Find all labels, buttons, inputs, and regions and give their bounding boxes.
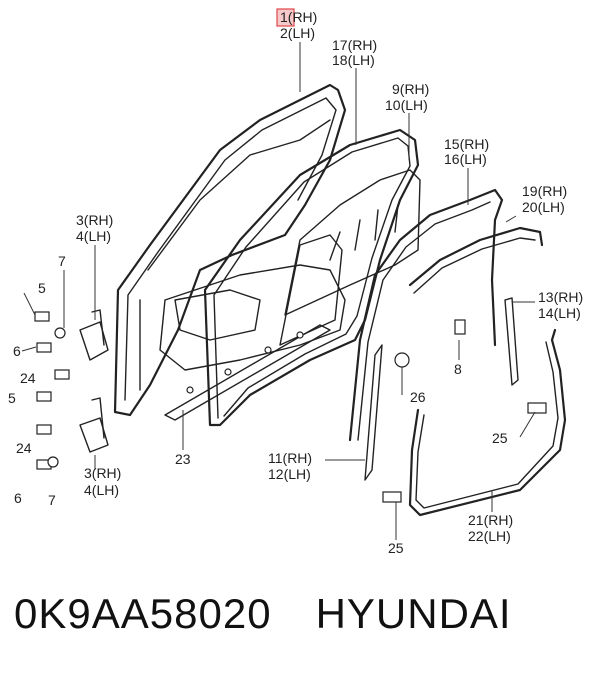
label-5-upper: 5 <box>38 280 46 296</box>
label-16: 16(LH) <box>444 151 487 167</box>
label-20: 20(LH) <box>522 199 565 215</box>
label-3-upper: 3(RH) <box>76 212 113 228</box>
label-23: 23 <box>175 451 191 467</box>
label-9: 9(RH) <box>392 81 429 97</box>
label-7-upper: 7 <box>58 253 66 269</box>
label-24-lower: 24 <box>16 440 32 456</box>
label-10: 10(LH) <box>385 97 428 113</box>
label-12: 12(LH) <box>268 466 311 482</box>
label-8: 8 <box>454 361 462 377</box>
upper-hinge <box>79 309 109 361</box>
label-1: 1(RH) <box>280 9 317 25</box>
label-24-upper: 24 <box>20 370 36 386</box>
label-17: 17(RH) <box>332 37 377 53</box>
caption: 0K9AA58020 HYUNDAI <box>14 590 556 638</box>
label-2: 2(LH) <box>280 25 315 41</box>
leader-lines <box>21 42 536 540</box>
label-26: 26 <box>410 389 426 405</box>
bolts <box>34 311 547 503</box>
label-13: 13(RH) <box>538 289 583 305</box>
label-4-lower: 4(LH) <box>84 482 119 498</box>
label-3-lower: 3(RH) <box>84 465 121 481</box>
label-7-lower: 7 <box>48 492 56 508</box>
label-21: 21(RH) <box>468 512 513 528</box>
glass-run-channel <box>348 188 504 442</box>
door-shell <box>113 83 347 417</box>
label-6-lower: 6 <box>14 490 22 506</box>
label-4-upper: 4(LH) <box>76 228 111 244</box>
label-19: 19(RH) <box>522 183 567 199</box>
label-11: 11(RH) <box>268 450 312 466</box>
rear-channel <box>504 297 519 386</box>
label-25-bottom: 25 <box>388 540 404 556</box>
front-lower-channel <box>364 344 383 481</box>
brand-name: HYUNDAI <box>315 590 512 637</box>
part-labels: 1(RH) 2(LH) 17(RH) 18(LH) 9(RH) 10(LH) 1… <box>8 9 583 556</box>
belt-molding <box>408 226 544 294</box>
label-6-upper: 6 <box>13 343 21 359</box>
highlight-box <box>276 8 295 27</box>
label-25-right: 25 <box>492 430 508 446</box>
opening-weatherstrip <box>408 328 567 517</box>
label-15: 15(RH) <box>444 136 489 152</box>
door-stiffener <box>164 324 331 421</box>
lower-hinge <box>79 397 109 453</box>
label-14: 14(LH) <box>538 305 581 321</box>
label-22: 22(LH) <box>468 528 511 544</box>
label-5-lower: 5 <box>8 390 16 406</box>
part-number: 0K9AA58020 <box>14 590 272 637</box>
label-18: 18(LH) <box>332 52 375 68</box>
door-glass <box>284 169 421 316</box>
